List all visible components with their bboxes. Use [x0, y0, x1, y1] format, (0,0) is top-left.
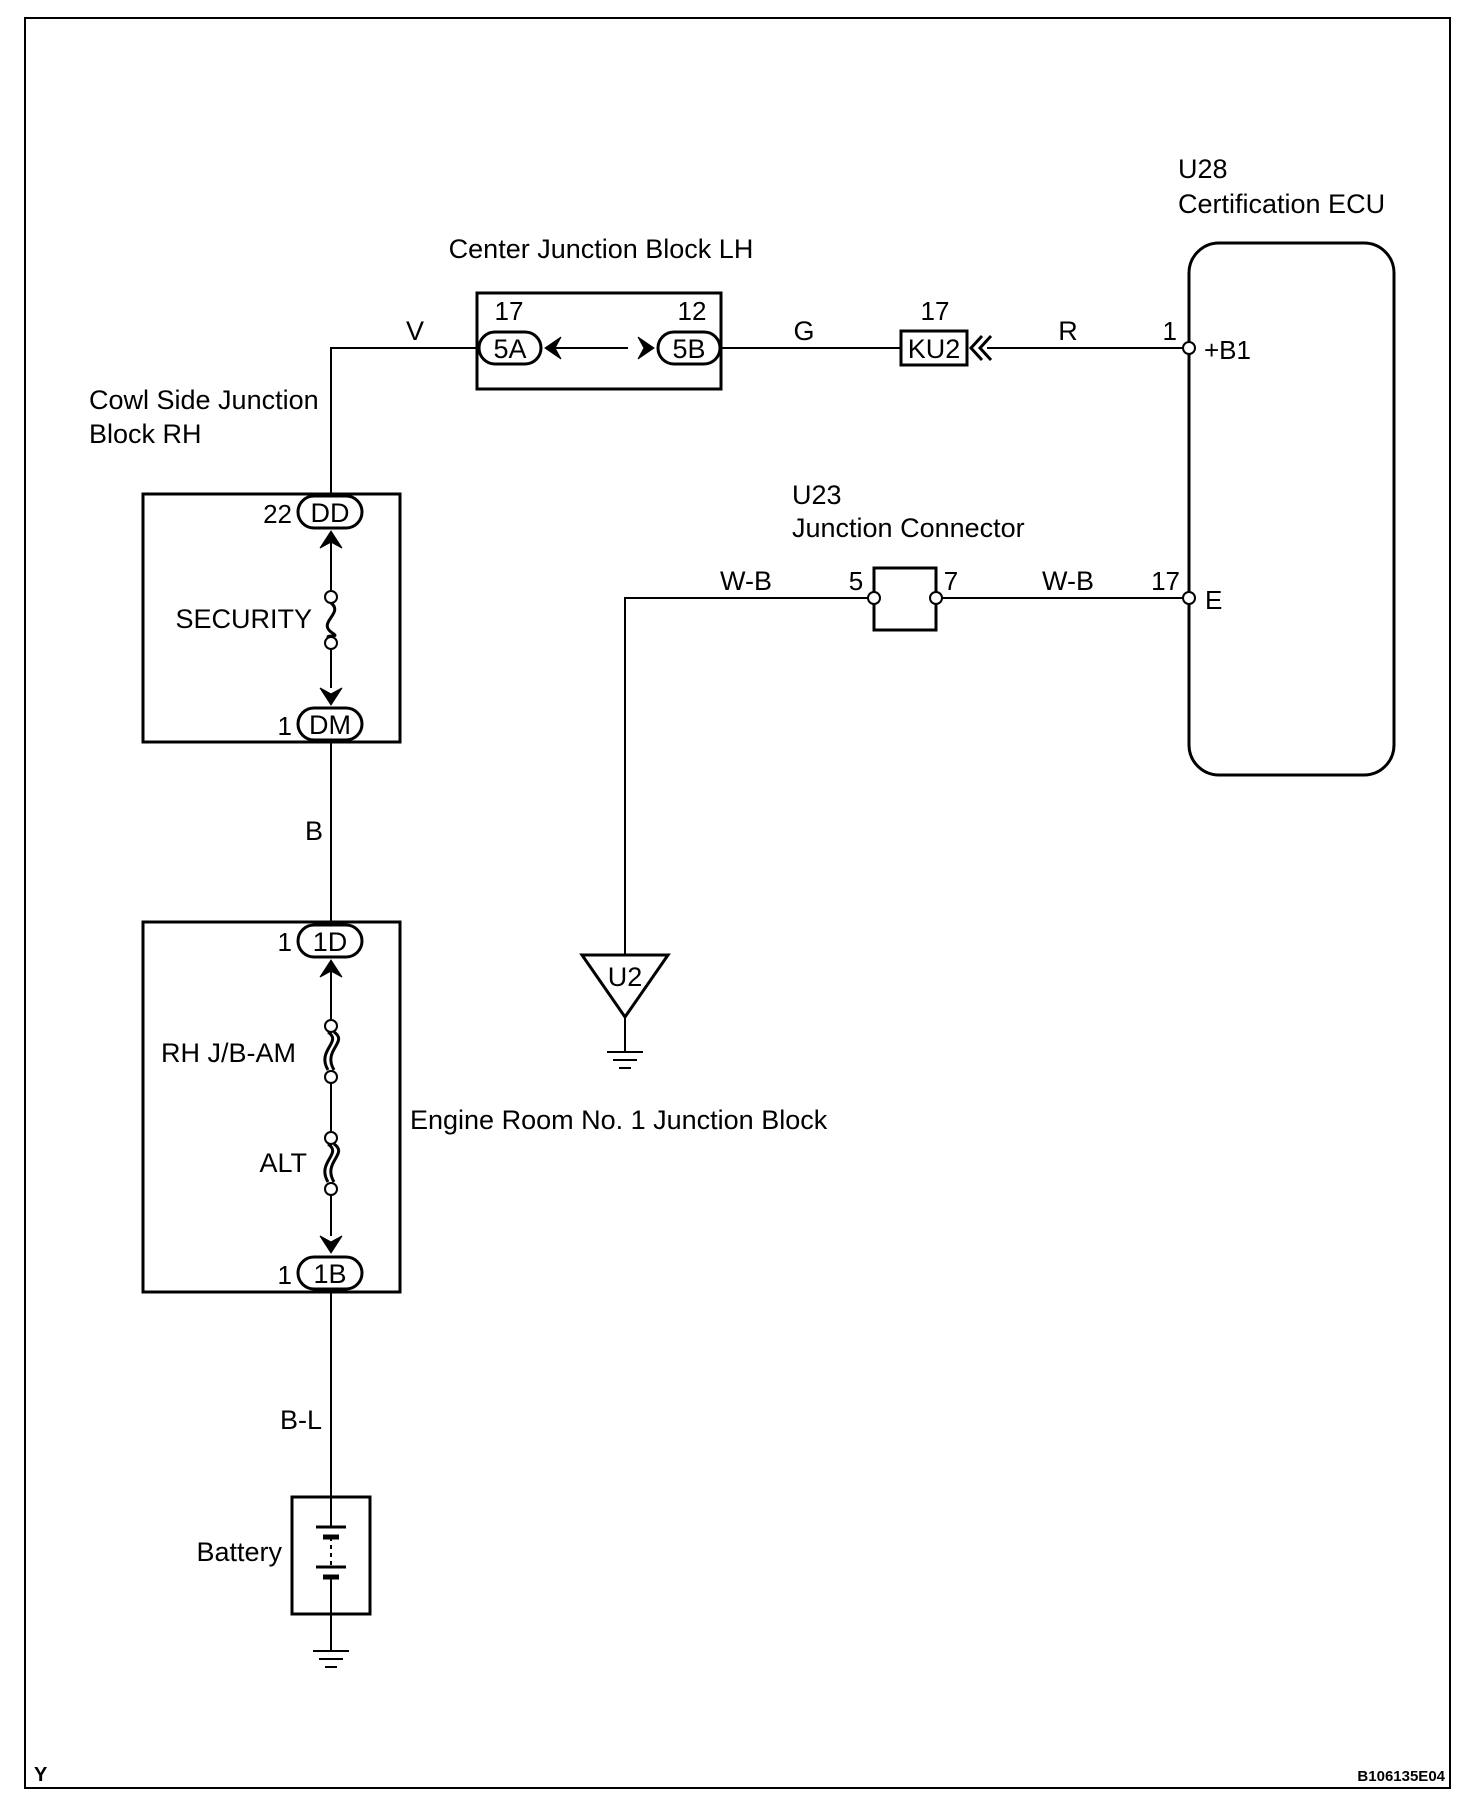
connector-dm: [296, 706, 364, 742]
connector-5a: [477, 330, 543, 366]
arrow-5b-icon: [637, 336, 655, 360]
wire-v: [330, 347, 479, 497]
security-fuse-top-terminal: [324, 590, 338, 604]
engine-room-junction-block: [141, 920, 402, 1294]
engine-room-jb-title: Engine Room No. 1 Junction Block: [410, 1105, 828, 1135]
wire-wb-left: [624, 597, 873, 955]
ground-battery-icon: [313, 1614, 349, 1668]
ecu-pin-b1-number: 1: [1163, 316, 1177, 346]
connector-1b-label: 1B: [313, 1259, 346, 1289]
security-fuse-label: SECURITY: [175, 604, 312, 634]
arrow-1b-icon: [319, 1235, 343, 1254]
battery-label: Battery: [196, 1537, 282, 1567]
corner-left-code: Y: [34, 1764, 48, 1786]
junction-connector-pin-5: [867, 591, 881, 605]
arrow-5a-icon: [544, 336, 562, 360]
ground-point-u2: [579, 953, 671, 1020]
wire-g-label: G: [793, 316, 814, 346]
engine-jb-bottom-pin: 1: [278, 1260, 292, 1290]
wire-r-label: R: [1058, 316, 1078, 346]
chevron-ku2-icon: [968, 334, 993, 362]
center-jb-left-pin: 17: [495, 296, 524, 326]
wire-bl-label: B-L: [280, 1405, 322, 1435]
battery-cell-icon: [316, 1497, 346, 1614]
ecu-pin-b1: [1182, 341, 1196, 355]
connector-5b-label: 5B: [672, 334, 705, 364]
alt-fuse-icon: [323, 1142, 341, 1183]
cowl-side-junction-block: [141, 492, 402, 744]
cowl-jb-title-line1: Cowl Side Junction: [89, 385, 319, 415]
junction-connector: [872, 566, 938, 632]
ecu-pin-e-number: 17: [1151, 566, 1180, 596]
connector-1b: [296, 1255, 364, 1291]
cowl-jb-top-pin: 22: [263, 499, 292, 529]
arrow-dm-icon: [319, 687, 343, 706]
diagram-frame: [24, 17, 1451, 1789]
rh-jb-am-fuse-top-terminal: [324, 1019, 338, 1033]
junction-connector-pin-5-number: 5: [849, 566, 863, 596]
junction-connector-pin-7-number: 7: [944, 566, 958, 596]
connector-dd-label: DD: [311, 498, 350, 528]
wire-wb-left-label: W-B: [720, 566, 772, 596]
certification-ecu: [1187, 241, 1396, 777]
ground-u2-icon: [607, 1017, 643, 1069]
cowl-jb-bottom-pin: 1: [278, 711, 292, 741]
center-junction-block: [475, 291, 723, 391]
wire-wb-right-label: W-B: [1042, 566, 1094, 596]
center-jb-title: Center Junction Block LH: [449, 234, 754, 264]
ecu-pin-e-label: E: [1205, 585, 1222, 615]
wire-v-label: V: [406, 316, 424, 346]
engine-jb-top-pin: 1: [278, 927, 292, 957]
connector-dm-label: DM: [309, 710, 351, 740]
center-jb-right-pin: 12: [678, 296, 707, 326]
rh-jb-am-fuse-icon: [323, 1030, 341, 1071]
junction-connector-name: Junction Connector: [792, 513, 1025, 543]
connector-5a-label: 5A: [493, 334, 526, 364]
ku2-pin: 17: [921, 296, 950, 326]
ground-point-u2-label: U2: [608, 962, 643, 992]
connector-dd: [296, 494, 364, 530]
wire-b-label: B: [305, 816, 323, 846]
rh-jb-am-fuse-label: RH J/B-AM: [161, 1038, 296, 1068]
ecu-name: Certification ECU: [1178, 189, 1385, 219]
connector-5b: [656, 330, 722, 366]
alt-fuse-top-terminal: [324, 1131, 338, 1145]
ecu-code: U28: [1178, 154, 1228, 184]
ecu-pin-e: [1182, 591, 1196, 605]
junction-connector-pin-7: [929, 591, 943, 605]
connector-1d: [296, 923, 364, 959]
connector-ku2-label: KU2: [908, 334, 961, 364]
alt-fuse-bottom-terminal: [324, 1182, 338, 1196]
security-fuse-icon: [325, 601, 337, 642]
junction-connector-code: U23: [792, 480, 842, 510]
rh-jb-am-fuse-bottom-terminal: [324, 1070, 338, 1084]
connector-1d-label: 1D: [313, 927, 348, 957]
security-fuse-bottom-terminal: [324, 636, 338, 650]
ecu-pin-b1-label: +B1: [1204, 335, 1251, 365]
connector-ku2: [899, 329, 969, 367]
alt-fuse-label: ALT: [259, 1148, 307, 1178]
cowl-jb-title-line2: Block RH: [89, 419, 202, 449]
corner-right-code: B106135E04: [1357, 1768, 1445, 1785]
